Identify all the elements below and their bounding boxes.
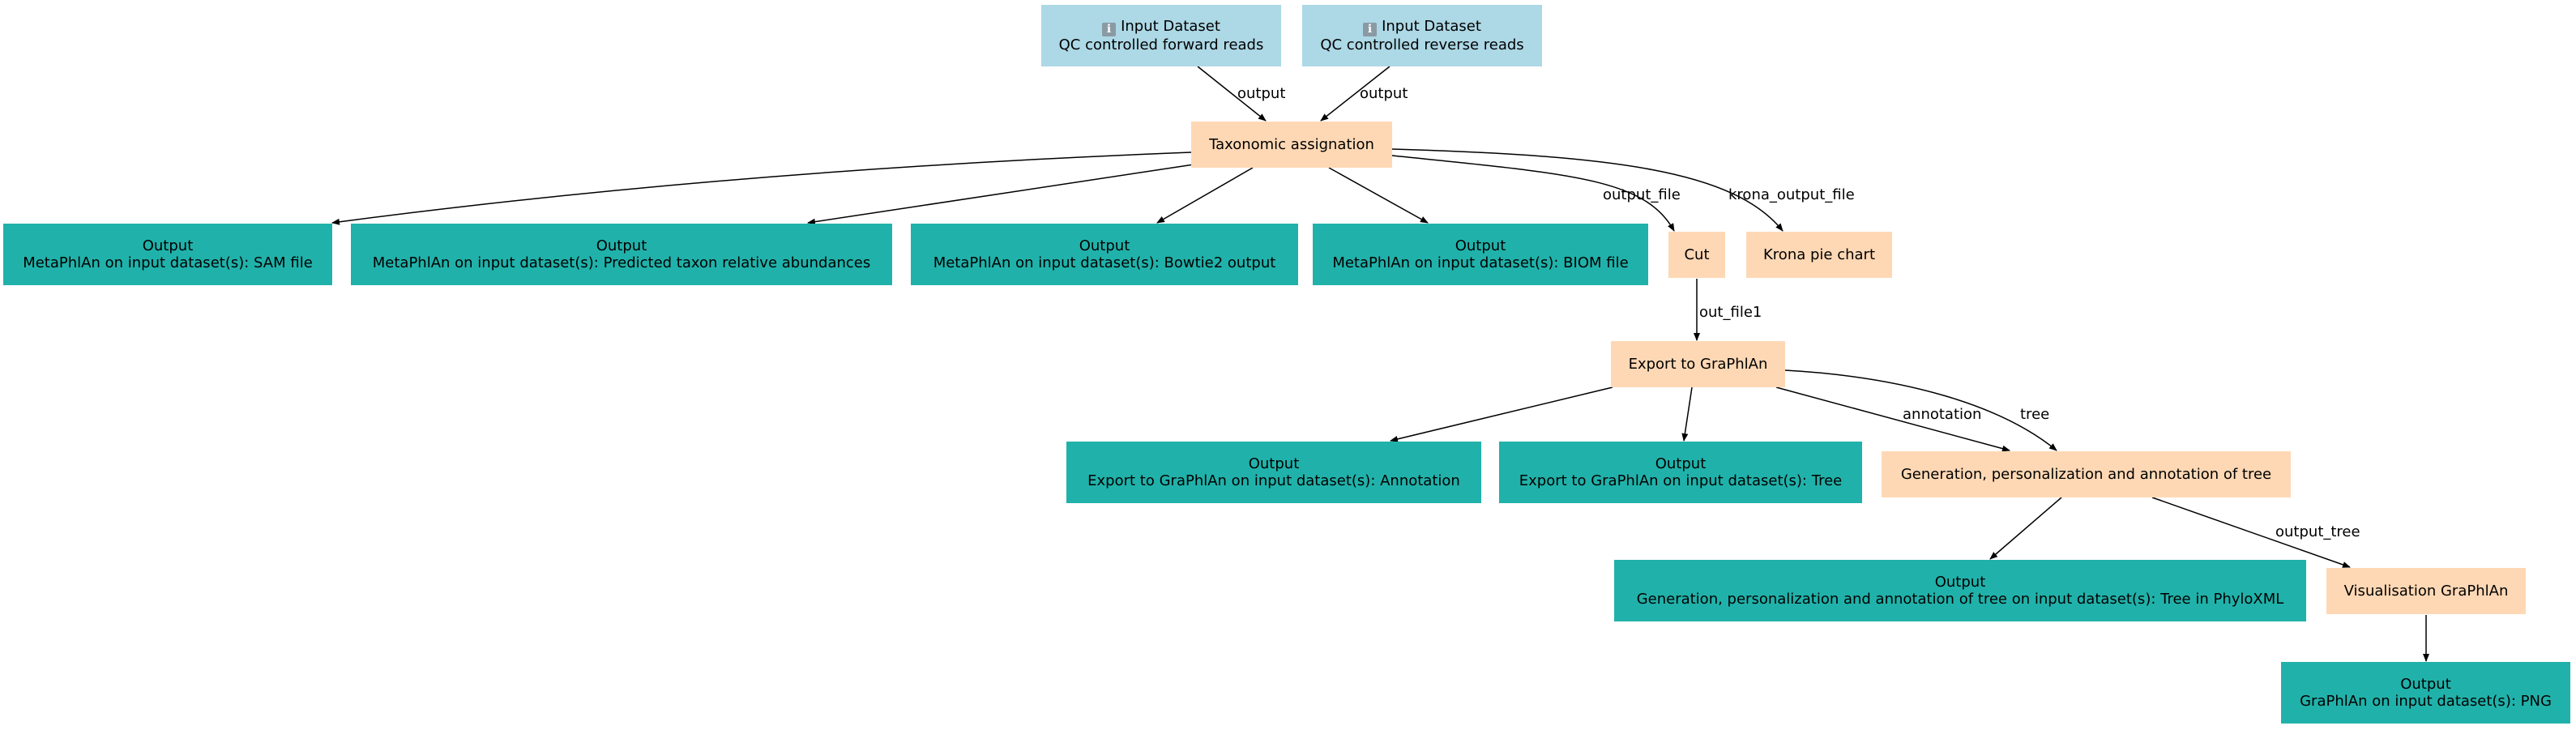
tool-generation-label: Generation, personalization and annotati…	[1900, 466, 2272, 483]
edge-export-to-generation-annotation	[1775, 386, 2010, 452]
output-title: Output	[1079, 237, 1130, 254]
edge-label-output-file: output_file	[1603, 186, 1681, 203]
output-title: Output	[1655, 455, 1707, 472]
output-tree[interactable]: Output Export to GraPhlAn on input datas…	[1499, 442, 1862, 503]
edge-input-forward-to-taxonomic	[1197, 66, 1267, 122]
output-title: Output	[142, 237, 194, 254]
info-icon: ℹ	[1102, 23, 1117, 36]
input-dataset-forward[interactable]: ℹ Input Dataset QC controlled forward rea…	[1041, 5, 1281, 66]
output-subtitle: MetaPhlAn on input dataset(s): Predicted…	[372, 254, 871, 271]
input-dataset-reverse-subtitle: QC controlled reverse reads	[1320, 36, 1524, 53]
tool-krona-label: Krona pie chart	[1763, 246, 1875, 263]
output-subtitle: MetaPhlAn on input dataset(s): SAM file	[23, 254, 313, 271]
tool-visualisation-graphlan[interactable]: Visualisation GraPhlAn	[2326, 568, 2526, 614]
output-subtitle: GraPhlAn on input dataset(s): PNG	[2300, 693, 2552, 710]
input-dataset-forward-title: Input Dataset	[1121, 18, 1220, 35]
edge-label-out-file1: out_file1	[1699, 304, 1762, 321]
output-tree-phyloxml[interactable]: Output Generation, personalization and a…	[1614, 560, 2306, 621]
tool-visualisation-label: Visualisation GraPhlAn	[2343, 583, 2509, 600]
tool-cut[interactable]: Cut	[1668, 232, 1725, 278]
output-sam-file[interactable]: Output MetaPhlAn on input dataset(s): SA…	[3, 224, 332, 285]
edge-input-reverse-to-taxonomic	[1320, 66, 1391, 122]
output-bowtie2[interactable]: Output MetaPhlAn on input dataset(s): Bo…	[911, 224, 1298, 285]
edge-export-to-out-annotation	[1390, 386, 1613, 442]
edge-label-forward-output: output	[1237, 85, 1285, 102]
input-dataset-reverse-title: Input Dataset	[1382, 18, 1481, 35]
output-subtitle: Generation, personalization and annotati…	[1636, 591, 2284, 608]
output-biom-file[interactable]: Output MetaPhlAn on input dataset(s): BI…	[1313, 224, 1648, 285]
edge-export-to-generation-tree	[1784, 369, 2057, 451]
output-subtitle: Export to GraPhlAn on input dataset(s): …	[1519, 472, 1843, 489]
info-icon: ℹ	[1363, 23, 1378, 36]
edge-label-annotation: annotation	[1903, 406, 1981, 423]
output-title: Output	[1455, 237, 1506, 254]
input-dataset-reverse[interactable]: ℹ Input Dataset QC controlled reverse rea…	[1302, 5, 1542, 66]
edge-taxonomic-to-krona	[1391, 148, 1784, 232]
edge-export-to-out-tree	[1681, 386, 1693, 442]
tool-krona-pie-chart[interactable]: Krona pie chart	[1746, 232, 1892, 278]
edge-taxonomic-to-out-biom	[1328, 167, 1429, 224]
edge-taxonomic-to-cut	[1391, 155, 1675, 232]
output-subtitle: MetaPhlAn on input dataset(s): BIOM file	[1332, 254, 1629, 271]
edge-generation-to-visualisation	[2151, 497, 2351, 568]
edge-generation-to-out-phyloxml	[1989, 497, 2062, 560]
tool-export-to-graphlan[interactable]: Export to GraPhlAn	[1611, 341, 1785, 387]
edge-label-output-tree: output_tree	[2275, 523, 2360, 540]
edge-label-tree: tree	[2020, 406, 2049, 423]
output-subtitle: MetaPhlAn on input dataset(s): Bowtie2 o…	[933, 254, 1276, 271]
edge-taxonomic-to-out-taxon	[807, 163, 1200, 225]
output-subtitle: Export to GraPhlAn on input dataset(s): …	[1087, 472, 1460, 489]
output-title: Output	[1934, 574, 1986, 591]
edge-taxonomic-to-out-sam	[331, 152, 1192, 225]
input-dataset-forward-subtitle: QC controlled forward reads	[1058, 36, 1264, 53]
edge-label-krona-output-file: krona_output_file	[1728, 186, 1855, 203]
output-taxon-abundances[interactable]: Output MetaPhlAn on input dataset(s): Pr…	[351, 224, 892, 285]
tool-generation-annotation-tree[interactable]: Generation, personalization and annotati…	[1882, 451, 2291, 497]
output-title: Output	[596, 237, 647, 254]
edge-label-reverse-output: output	[1360, 85, 1408, 102]
tool-export-label: Export to GraPhlAn	[1628, 356, 1768, 373]
output-annotation[interactable]: Output Export to GraPhlAn on input datas…	[1066, 442, 1481, 503]
tool-taxonomic-assignation[interactable]: Taxonomic assignation	[1191, 122, 1392, 168]
edge-taxonomic-to-out-bowtie	[1156, 167, 1254, 224]
output-title: Output	[1248, 455, 1300, 472]
output-png[interactable]: Output GraPhlAn on input dataset(s): PNG	[2281, 662, 2570, 724]
tool-cut-label: Cut	[1684, 246, 1710, 263]
tool-taxonomic-assignation-label: Taxonomic assignation	[1209, 136, 1374, 153]
output-title: Output	[2400, 676, 2451, 693]
